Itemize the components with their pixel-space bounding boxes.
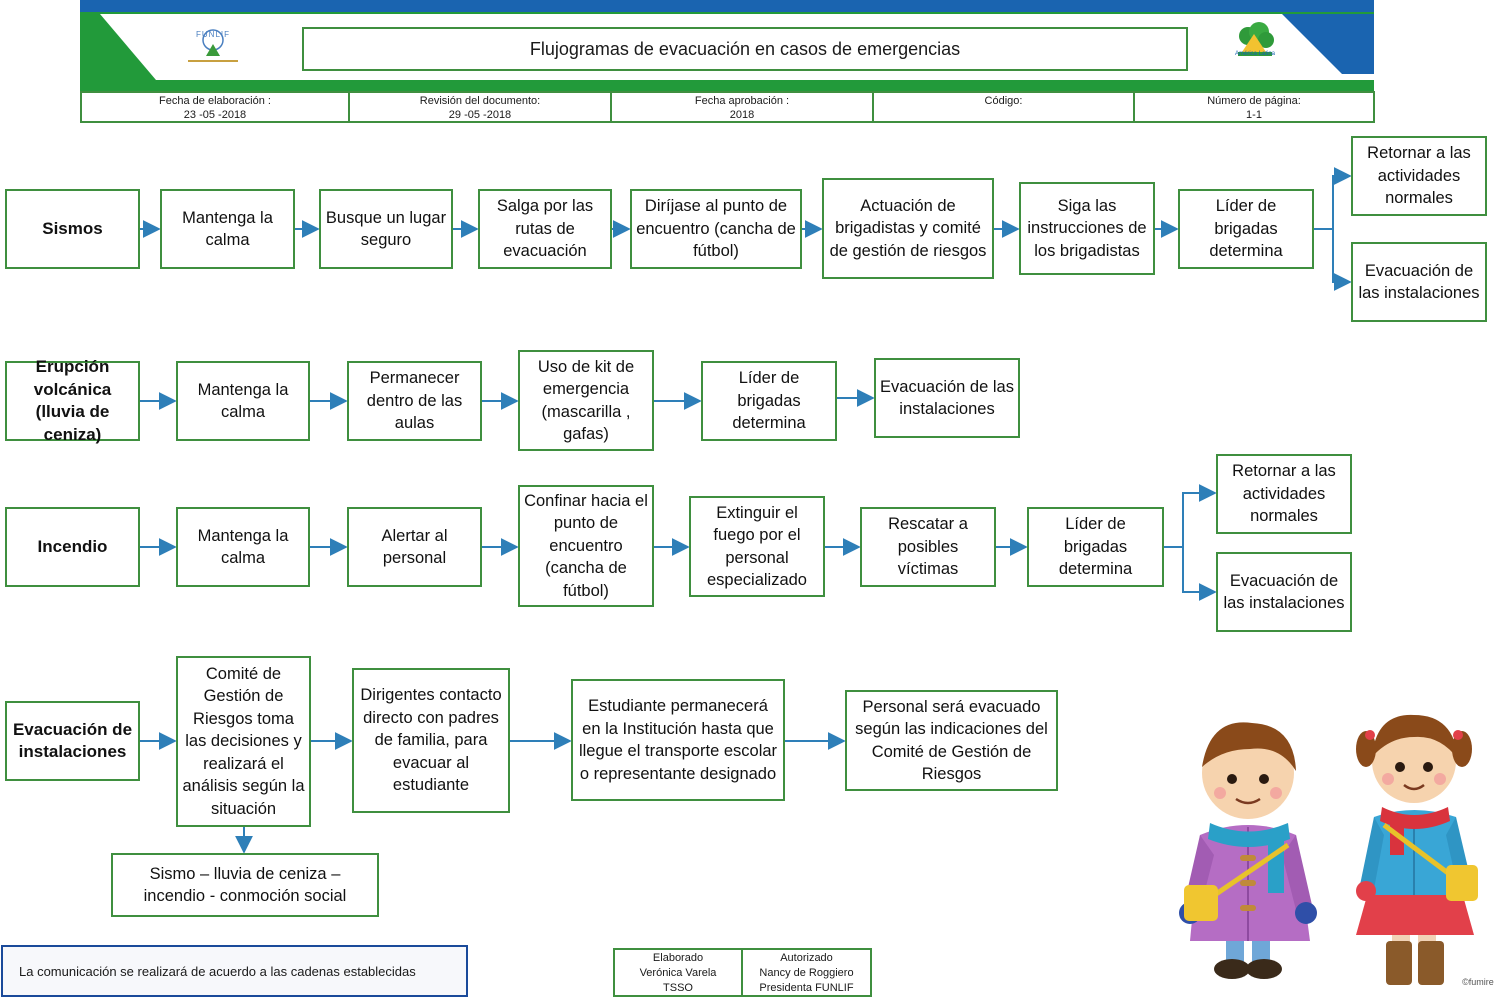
category-evacuacion: Evacuación de instalaciones bbox=[5, 701, 140, 781]
girl-figure bbox=[1356, 714, 1478, 985]
flow-step: Siga las instrucciones de los brigadista… bbox=[1019, 182, 1155, 275]
info-cell-fecha-elaboracion: Fecha de elaboración : 23 -05 -2018 bbox=[80, 91, 350, 123]
page-title: Flujogramas de evacuación en casos de em… bbox=[529, 38, 961, 59]
flow-step: Líder de brigadas determina bbox=[701, 361, 837, 441]
flow-step: Actuación de brigadistas y comité de ges… bbox=[822, 178, 994, 279]
flow-step: Dirigentes contacto directo con padres d… bbox=[352, 668, 510, 813]
flow-step: Personal será evacuado según las indicac… bbox=[845, 690, 1058, 791]
flow-step: Mantenga la calma bbox=[176, 361, 310, 441]
info-cell-revision: Revisión del documento: 29 -05 -2018 bbox=[348, 91, 612, 123]
flow-outcome: Retornar a las actividades normales bbox=[1351, 136, 1487, 216]
info-cell-value: 1-1 bbox=[1246, 109, 1262, 121]
info-cell-numero-pagina: Número de página: 1-1 bbox=[1133, 91, 1375, 123]
flow-step: Rescatar a posibles víctimas bbox=[860, 507, 996, 587]
signature-name: Nancy de Roggiero bbox=[759, 967, 854, 979]
america-latina-logo: América Latina bbox=[1228, 22, 1282, 62]
funlif-logo-icon bbox=[188, 29, 238, 62]
flow-step: Alertar al personal bbox=[347, 507, 482, 587]
flow-step: Salga por las rutas de evacuación bbox=[478, 189, 612, 269]
category-erupcion: Erupción volcánica (lluvia de ceniza) bbox=[5, 357, 140, 444]
info-cell-value: 23 -05 -2018 bbox=[183, 109, 247, 121]
info-cell-value: 2018 bbox=[729, 109, 755, 121]
signature-title: Elaborado bbox=[652, 952, 704, 964]
header-title-box: Flujogramas de evacuación en casos de em… bbox=[302, 27, 1188, 71]
signature-title: Autorizado bbox=[780, 952, 833, 964]
boy-figure bbox=[1179, 722, 1317, 979]
flow-outcome: Evacuación de las instalaciones bbox=[1216, 552, 1352, 632]
flow-step: Líder de brigadas determina bbox=[1178, 189, 1314, 269]
info-cell-label: Fecha aprobación : bbox=[694, 95, 790, 107]
flow-branch: Sismo – lluvia de ceniza – incendio - co… bbox=[111, 853, 379, 917]
info-cell-label: Código: bbox=[984, 95, 1023, 107]
children-illustration: ©fumire bbox=[1179, 714, 1494, 987]
funlif-logo: FUNLIF bbox=[178, 26, 248, 66]
signature-role: TSSO bbox=[663, 982, 693, 994]
category-sismos: Sismos bbox=[5, 189, 140, 269]
flow-step: Confinar hacia el punto de encuentro (ca… bbox=[518, 485, 654, 607]
info-cell-label: Fecha de elaboración : bbox=[159, 95, 271, 107]
flow-step: Líder de brigadas determina bbox=[1027, 507, 1164, 587]
info-cell-label: Revisión del documento: bbox=[419, 95, 541, 107]
flow-step: Permanecer dentro de las aulas bbox=[347, 361, 482, 441]
info-cell-codigo: Código: bbox=[872, 91, 1135, 123]
funlif-logo-text: FUNLIF bbox=[196, 30, 230, 39]
signature-name: Verónica Varela bbox=[639, 967, 717, 979]
info-cell-fecha-aprobacion: Fecha aprobación : 2018 bbox=[610, 91, 874, 123]
flow-step: Extinguir el fuego por el personal espec… bbox=[689, 496, 825, 597]
branch-connector bbox=[1332, 229, 1352, 291]
flow-outcome: Retornar a las actividades normales bbox=[1216, 454, 1352, 534]
branch-connector bbox=[1164, 484, 1217, 548]
flow-step: Busque un lugar seguro bbox=[319, 189, 453, 269]
communication-note: La comunicación se realizará de acuerdo … bbox=[1, 945, 468, 997]
america-latina-logo-text: América Latina bbox=[1234, 51, 1276, 57]
flow-step: Diríjase al punto de encuentro (cancha d… bbox=[630, 189, 802, 269]
flow-step: Mantenga la calma bbox=[176, 507, 310, 587]
signature-autorizado: Autorizado Nancy de Roggiero Presidenta … bbox=[741, 948, 872, 997]
signature-role: Presidenta FUNLIF bbox=[759, 982, 854, 994]
info-cell-value: 29 -05 -2018 bbox=[448, 109, 512, 121]
category-incendio: Incendio bbox=[5, 507, 140, 587]
flow-outcome: Evacuación de las instalaciones bbox=[1351, 242, 1487, 322]
tree-logo-icon bbox=[1238, 22, 1274, 56]
flow-step: Comité de Gestión de Riesgos toma las de… bbox=[176, 656, 311, 827]
branch-connector bbox=[1314, 167, 1352, 230]
flow-step: Uso de kit de emergencia (mascarilla , g… bbox=[518, 350, 654, 451]
flow-step: Mantenga la calma bbox=[160, 189, 295, 269]
flow-step: Estudiante permanecerá en la Institución… bbox=[571, 679, 785, 801]
illustration-credit: ©fumire bbox=[1462, 977, 1494, 987]
info-cell-label: Número de página: bbox=[1207, 95, 1301, 107]
communication-note-text: La comunicación se realizará de acuerdo … bbox=[19, 963, 416, 979]
flow-step: Evacuación de las instalaciones bbox=[874, 358, 1020, 438]
signature-elaborado: Elaborado Verónica Varela TSSO bbox=[613, 948, 743, 997]
branch-connector bbox=[1182, 547, 1217, 601]
